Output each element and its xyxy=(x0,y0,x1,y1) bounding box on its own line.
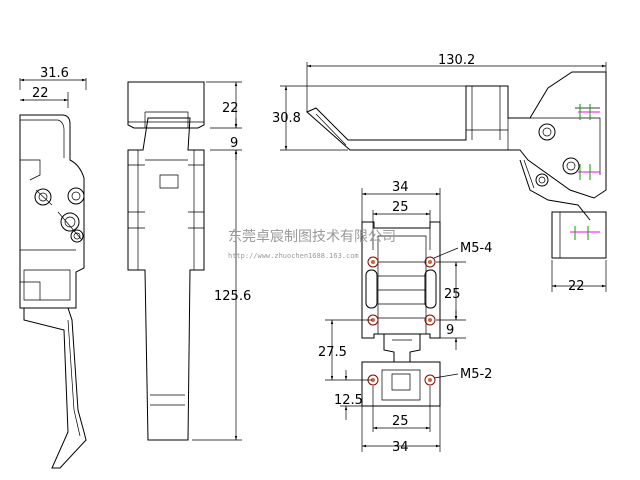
dim-side-hook-width: 22 xyxy=(32,86,49,101)
dim-base-hole-spacing-top: 25 xyxy=(392,200,409,215)
screw-hole xyxy=(424,256,436,268)
dim-base-hook-offset: 27.5 xyxy=(318,345,347,360)
screw-hole xyxy=(367,256,379,268)
side-view: 31.6 22 xyxy=(19,66,87,469)
dim-front-body-height: 125.6 xyxy=(214,289,251,304)
watermark-company: 东莞卓宸制图技术有限公司 xyxy=(228,228,396,245)
screw-hole xyxy=(424,314,436,326)
dim-top-hook-width: 22 xyxy=(568,279,585,294)
dim-base-hole-spacing-vertical: 25 xyxy=(444,287,461,302)
dim-base-hole-spacing-bottom: 25 xyxy=(392,414,409,429)
dim-top-height: 30.8 xyxy=(272,111,301,126)
watermark: 东莞卓宸制图技术有限公司 http://www.zhuochen1688.163… xyxy=(228,228,396,260)
dim-base-slot-offset: 9 xyxy=(446,323,454,338)
dim-base-outer-width-bottom: 34 xyxy=(392,440,409,455)
watermark-url: http://www.zhuochen1688.163.com xyxy=(228,252,359,260)
label-screw-main: M5-4 xyxy=(460,241,492,256)
dim-base-hook-plate-height: 12.5 xyxy=(334,393,363,408)
dim-base-outer-width-top: 34 xyxy=(392,180,409,195)
base-view: 34 25 xyxy=(318,180,492,455)
dim-front-gap: 9 xyxy=(230,136,238,151)
label-screw-hook: M5-2 xyxy=(460,367,492,382)
dim-top-overall-length: 130.2 xyxy=(438,53,475,68)
top-view: 130.2 30.8 xyxy=(272,53,607,294)
dim-front-top-height: 22 xyxy=(222,101,239,116)
screw-hole xyxy=(424,374,436,386)
dim-side-overall-width: 31.6 xyxy=(40,66,69,81)
front-view: 22 9 125.6 xyxy=(127,81,251,441)
